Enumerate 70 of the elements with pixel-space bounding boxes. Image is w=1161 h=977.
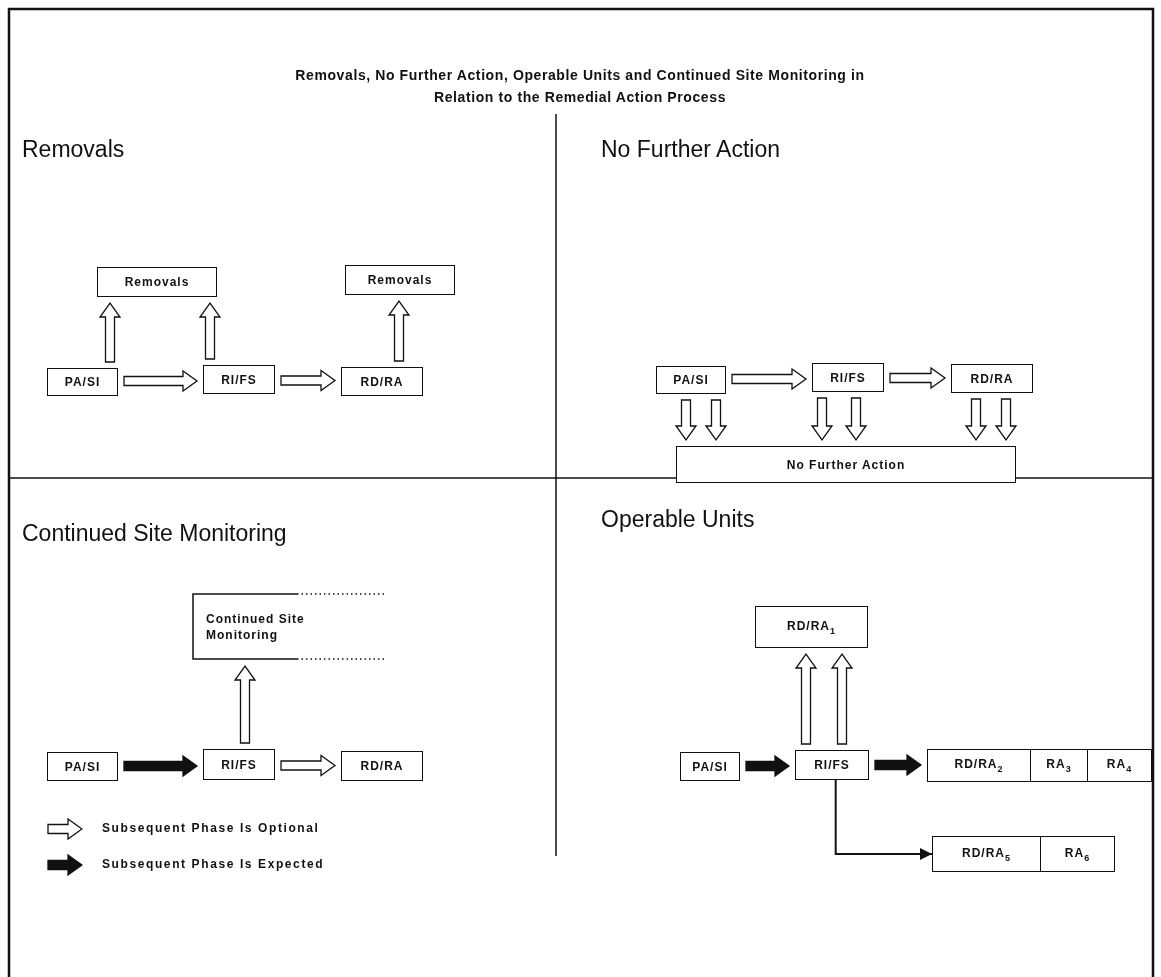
block-arrow — [844, 397, 868, 442]
block-arrow — [98, 301, 122, 363]
process-box — [1040, 836, 1115, 872]
node-text: RA$_{4}$ — [1106, 757, 1133, 774]
block-arrow — [123, 369, 199, 393]
block-arrow — [674, 399, 698, 442]
block-arrow — [233, 664, 257, 744]
section-heading: No Further Action — [601, 136, 780, 163]
section-heading: Removals — [22, 136, 125, 163]
node-text: RD/RA$_{2}$ — [954, 757, 1004, 774]
process-box — [1087, 749, 1152, 782]
process-box — [47, 368, 118, 396]
legend-text: Subsequent Phase Is Optional — [102, 821, 320, 835]
process-box — [341, 751, 423, 781]
process-box — [680, 752, 740, 781]
block-arrow — [731, 367, 808, 391]
process-box — [951, 364, 1033, 393]
connector-arrow — [834, 779, 933, 860]
block-arrow — [810, 397, 834, 442]
node-text: RD/RA$_{5}$ — [962, 845, 1011, 863]
block-arrow — [745, 754, 791, 778]
block-arrow — [123, 754, 199, 778]
node-text: PA/SI — [673, 373, 709, 387]
process-box — [656, 366, 726, 394]
node-text: RA$_{3}$ — [1046, 757, 1072, 774]
process-box — [47, 752, 118, 781]
section-heading: Operable Units — [601, 506, 755, 533]
block-arrow — [794, 652, 818, 745]
node-text: Continued Site Monitoring — [206, 610, 306, 643]
block-arrow — [198, 301, 222, 360]
block-arrow — [994, 398, 1018, 442]
node-text: PA/SI — [692, 759, 728, 774]
node-text: RI/FS — [830, 370, 866, 385]
block-arrow — [280, 754, 337, 777]
node-text: PA/SI — [64, 759, 101, 774]
process-box — [676, 446, 1016, 483]
diagram-title: Removals, No Further Action, Operable Units and Continued Site Monitoring in Relation to the Remedial Action Process — [294, 66, 866, 107]
block-arrow — [387, 299, 411, 362]
process-box — [203, 749, 275, 780]
section-heading: Continued Site Monitoring — [22, 520, 287, 547]
process-box — [932, 836, 1041, 872]
node-text: RD/RA — [360, 759, 404, 773]
process-box — [203, 365, 275, 394]
block-arrow — [874, 753, 923, 777]
node-text: RI/FS — [814, 758, 850, 772]
node-text: Removals — [367, 273, 433, 287]
process-box — [1030, 749, 1088, 782]
block-arrow — [889, 366, 947, 390]
node-text: RD/RA$_{1}$ — [787, 618, 836, 636]
block-arrow — [964, 398, 988, 442]
block-arrow — [830, 652, 854, 745]
block-arrow — [704, 399, 728, 442]
process-box — [345, 265, 455, 295]
legend-text: Subsequent Phase Is Expected — [102, 857, 325, 871]
process-box — [795, 750, 869, 780]
node-text: RD/RA — [970, 371, 1014, 386]
process-box — [927, 749, 1031, 782]
open-ended-box — [192, 593, 385, 660]
node-text: RI/FS — [221, 757, 257, 772]
node-text: RA$_{6}$ — [1064, 845, 1091, 863]
process-box — [755, 606, 868, 648]
node-text: Removals — [124, 275, 190, 289]
node-text: PA/SI — [64, 375, 101, 389]
process-box — [341, 367, 423, 396]
node-text: RD/RA — [360, 374, 404, 389]
node-text: No Further Action — [786, 457, 906, 472]
process-box — [97, 267, 217, 297]
node-text: RI/FS — [221, 372, 257, 387]
block-arrow — [280, 369, 337, 392]
process-box — [812, 363, 884, 392]
